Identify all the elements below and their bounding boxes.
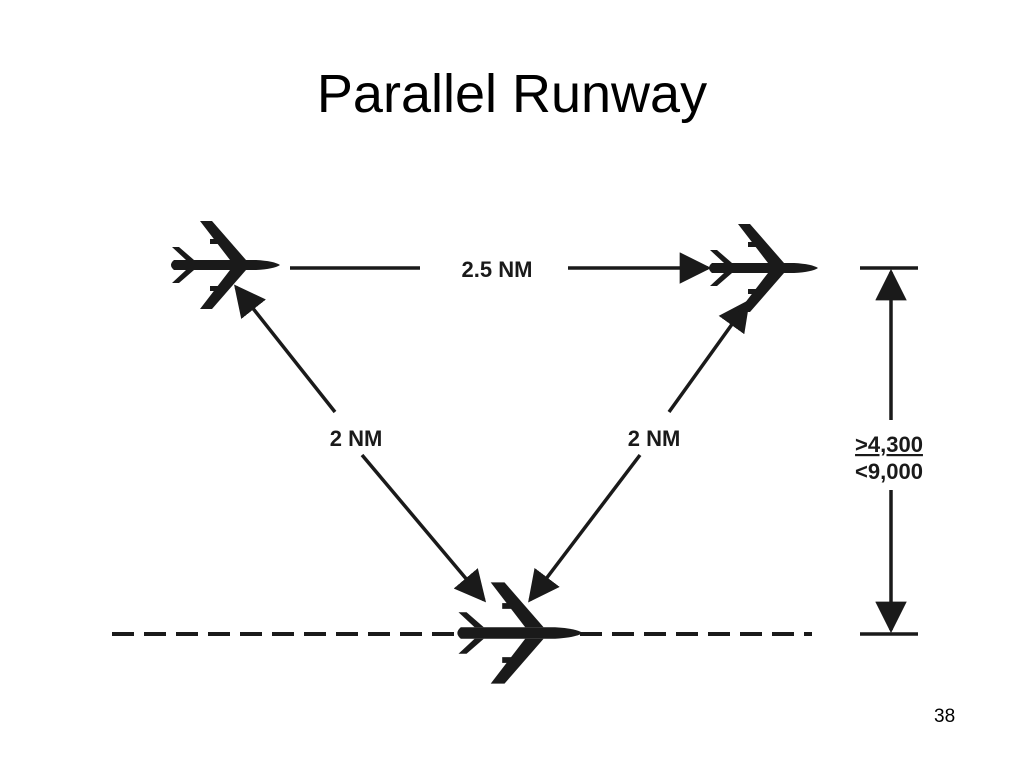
page-title: Parallel Runway: [316, 64, 708, 124]
airplane-icon: [709, 224, 818, 312]
left-diagonal-upper-arrow-icon: [234, 284, 337, 414]
horizontal-distance-label: 2.5 NM: [462, 257, 533, 282]
left-diagonal-label: 2 NM: [330, 426, 383, 451]
airplane-icon: [171, 221, 280, 309]
page-number: 38: [934, 706, 956, 727]
right-diagonal-upper-arrow-icon: [667, 299, 750, 414]
right-diagonal-label: 2 NM: [628, 426, 681, 451]
separation-max-label: <9,000: [855, 459, 923, 484]
airplane-icon: [457, 582, 583, 684]
left-diagonal-lower-arrow-icon: [360, 453, 487, 603]
right-diagonal-lower-arrow-icon: [528, 453, 642, 603]
separation-min-label: >4,300: [855, 432, 923, 457]
